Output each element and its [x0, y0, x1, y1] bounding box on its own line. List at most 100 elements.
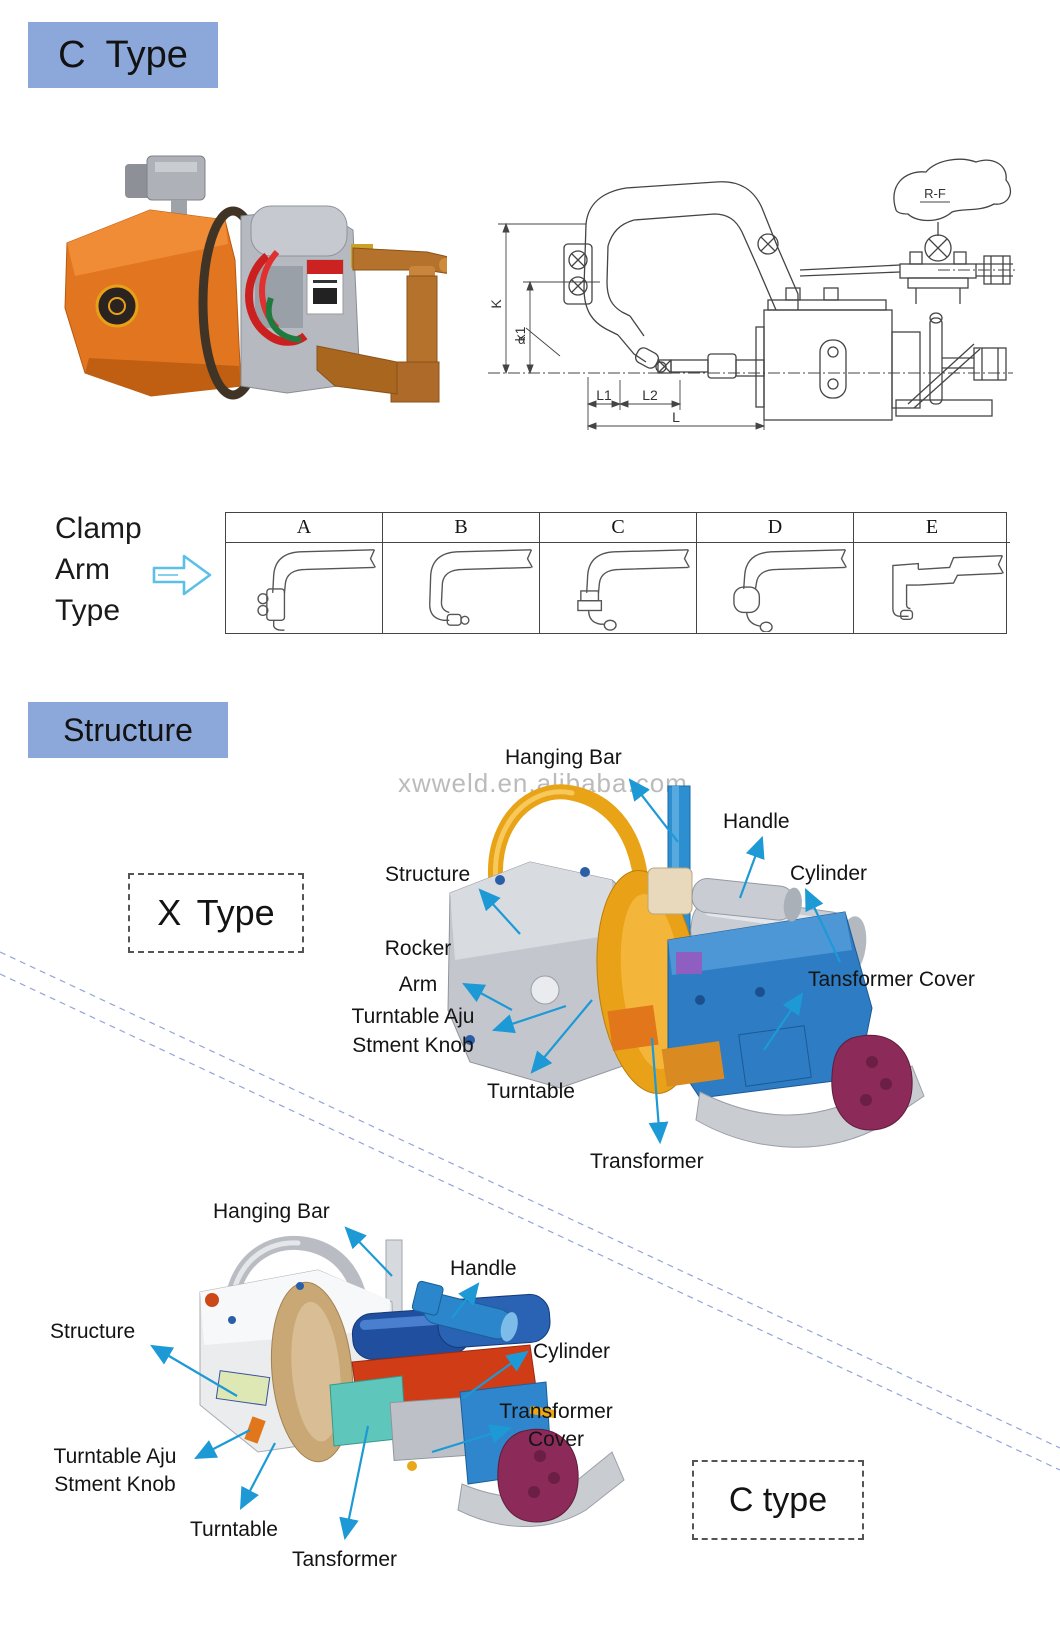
c-label-turntable: Turntable	[190, 1518, 278, 1541]
clamp-col-header-b: B	[383, 513, 540, 543]
product-photo-welding-gun	[64, 155, 447, 403]
x-label-hanging-bar: Hanging Bar	[505, 746, 622, 769]
right-arrow-icon	[152, 554, 212, 596]
c-type-tag-text: C type	[728, 1480, 828, 1519]
c-type-tag: C type	[692, 1460, 864, 1540]
x-electrode-pad	[831, 1034, 913, 1131]
orange-housing	[64, 209, 242, 397]
x-type-machine-illustration	[447, 784, 925, 1148]
arrow-c-turntable-knob	[194, 1429, 251, 1460]
x-label-turntable: Turntable	[487, 1080, 575, 1103]
x-label-knob-line1: Turntable Aju	[351, 1005, 475, 1028]
c-label-transformer: Tansformer	[292, 1548, 398, 1571]
c-yoke-outline	[563, 181, 799, 373]
clamp-cell-a	[226, 543, 383, 633]
arrow-x-transformer	[648, 1037, 669, 1145]
c-type-header-text: C Type	[58, 33, 188, 76]
dimension-lines	[498, 222, 766, 430]
c-label-turntable-knob: Turntable Aju Stment Knob	[40, 1444, 190, 1498]
right-assembly	[891, 312, 1007, 417]
x-label-handle: Handle	[723, 810, 790, 833]
arrow-x-cylinder	[805, 888, 841, 963]
arrow-x-transformer-cover	[763, 992, 804, 1051]
arrow-x-structure	[478, 888, 521, 935]
x-label-transformer-cover: Tansformer Cover	[808, 968, 975, 991]
clamp-arm-type-title: Clamp Arm Type	[55, 508, 142, 631]
x-label-rocker-arm: Rocker Arm	[373, 936, 463, 998]
arrow-c-handle	[451, 1282, 480, 1319]
dim-alpha: α	[518, 332, 526, 347]
dim-l2: L2	[642, 387, 658, 403]
x-handle-grip	[691, 878, 802, 922]
clamp-arm-drawing-c	[577, 549, 690, 631]
diagonal-divider	[0, 951, 1060, 1471]
dim-l: L	[672, 409, 680, 425]
clamp-arm-drawing-a	[257, 549, 376, 631]
clamp-col-header-a: A	[226, 513, 383, 543]
arrow-c-transformer	[339, 1425, 370, 1541]
c-label-hanging-bar: Hanging Bar	[213, 1200, 330, 1223]
c-label-structure: Structure	[50, 1320, 136, 1343]
dimension-labels: K k1 α L1 L2 L R-F	[488, 186, 946, 425]
clamp-arm-table: A B C D E	[225, 512, 1010, 634]
x-label-cylinder: Cylinder	[790, 862, 868, 885]
arrow-x-hanging-bar	[628, 778, 679, 843]
clamp-cell-d	[697, 543, 854, 633]
warning-sticker	[306, 259, 344, 315]
c-label-cover-line1: Transformer	[499, 1400, 613, 1423]
clamp-arm-drawing-b	[429, 549, 533, 626]
c-type-machine-illustration	[199, 1235, 625, 1527]
copper-arms	[316, 247, 447, 403]
arrow-c-structure	[150, 1344, 238, 1397]
arrow-c-cylinder	[462, 1350, 529, 1399]
hoses	[245, 249, 308, 346]
clamp-col-header-c: C	[540, 513, 697, 543]
arrow-x-rocker-arm	[462, 982, 513, 1011]
dim-rf: R-F	[924, 186, 946, 201]
x-label-rocker-line1: Rocker	[384, 937, 452, 960]
clamp-arm-drawing-e	[892, 555, 1004, 620]
c-label-knob-line2: Stment Knob	[54, 1473, 176, 1496]
arrow-c-transformer-cover	[431, 1424, 513, 1454]
c-handle-grip	[411, 1280, 518, 1342]
c-adjust-knob-part	[244, 1416, 266, 1444]
arrow-x-turntable	[530, 999, 593, 1074]
c-type-section-header: C Type	[28, 22, 218, 88]
x-type-tag: X Type	[128, 873, 304, 953]
x-label-knob-line2: Stment Knob	[352, 1034, 474, 1057]
clamp-col-header-e: E	[854, 513, 1010, 543]
c-label-handle: Handle	[450, 1257, 517, 1280]
clamp-col-header-d: D	[697, 513, 854, 543]
clamp-cell-c	[540, 543, 697, 633]
clamp-title-line2: Arm	[55, 553, 110, 586]
x-label-transformer: Transformer	[590, 1150, 704, 1173]
c-label-transformer-cover: Transformer Cover	[493, 1399, 619, 1453]
x-type-tag-text: X Type	[157, 892, 275, 933]
clamp-cell-e	[854, 543, 1010, 633]
x-label-rocker-line2: Arm	[398, 973, 438, 996]
rf-handle	[799, 158, 1013, 304]
arrow-c-hanging-bar	[344, 1226, 393, 1277]
x-label-structure: Structure	[385, 863, 471, 886]
structure-header-text: Structure	[63, 711, 193, 748]
brand-logo	[95, 284, 139, 328]
clamp-arm-drawing-d	[733, 549, 847, 632]
c-label-cover-line2: Cover	[527, 1428, 585, 1451]
c-electrode-pad	[497, 1428, 579, 1523]
c-label-knob-line1: Turntable Aju	[53, 1445, 177, 1468]
x-label-turntable-knob: Turntable Aju Stment Knob	[342, 1004, 484, 1059]
dim-l1: L1	[596, 387, 612, 403]
clamp-title-line1: Clamp	[55, 512, 142, 545]
c-label-cylinder: Cylinder	[533, 1340, 611, 1363]
technical-drawing: K k1 α L1 L2 L R-F	[488, 158, 1016, 430]
clamp-title-line3: Type	[55, 594, 121, 627]
structure-section-header: Structure	[28, 702, 228, 758]
dim-k: K	[488, 299, 504, 309]
callout-arrows	[150, 778, 841, 1541]
x-transformer-cover-part	[738, 1025, 812, 1087]
arrow-x-handle	[738, 835, 765, 899]
arrow-x-turntable-knob	[491, 1004, 567, 1034]
clamp-cell-b	[383, 543, 540, 633]
